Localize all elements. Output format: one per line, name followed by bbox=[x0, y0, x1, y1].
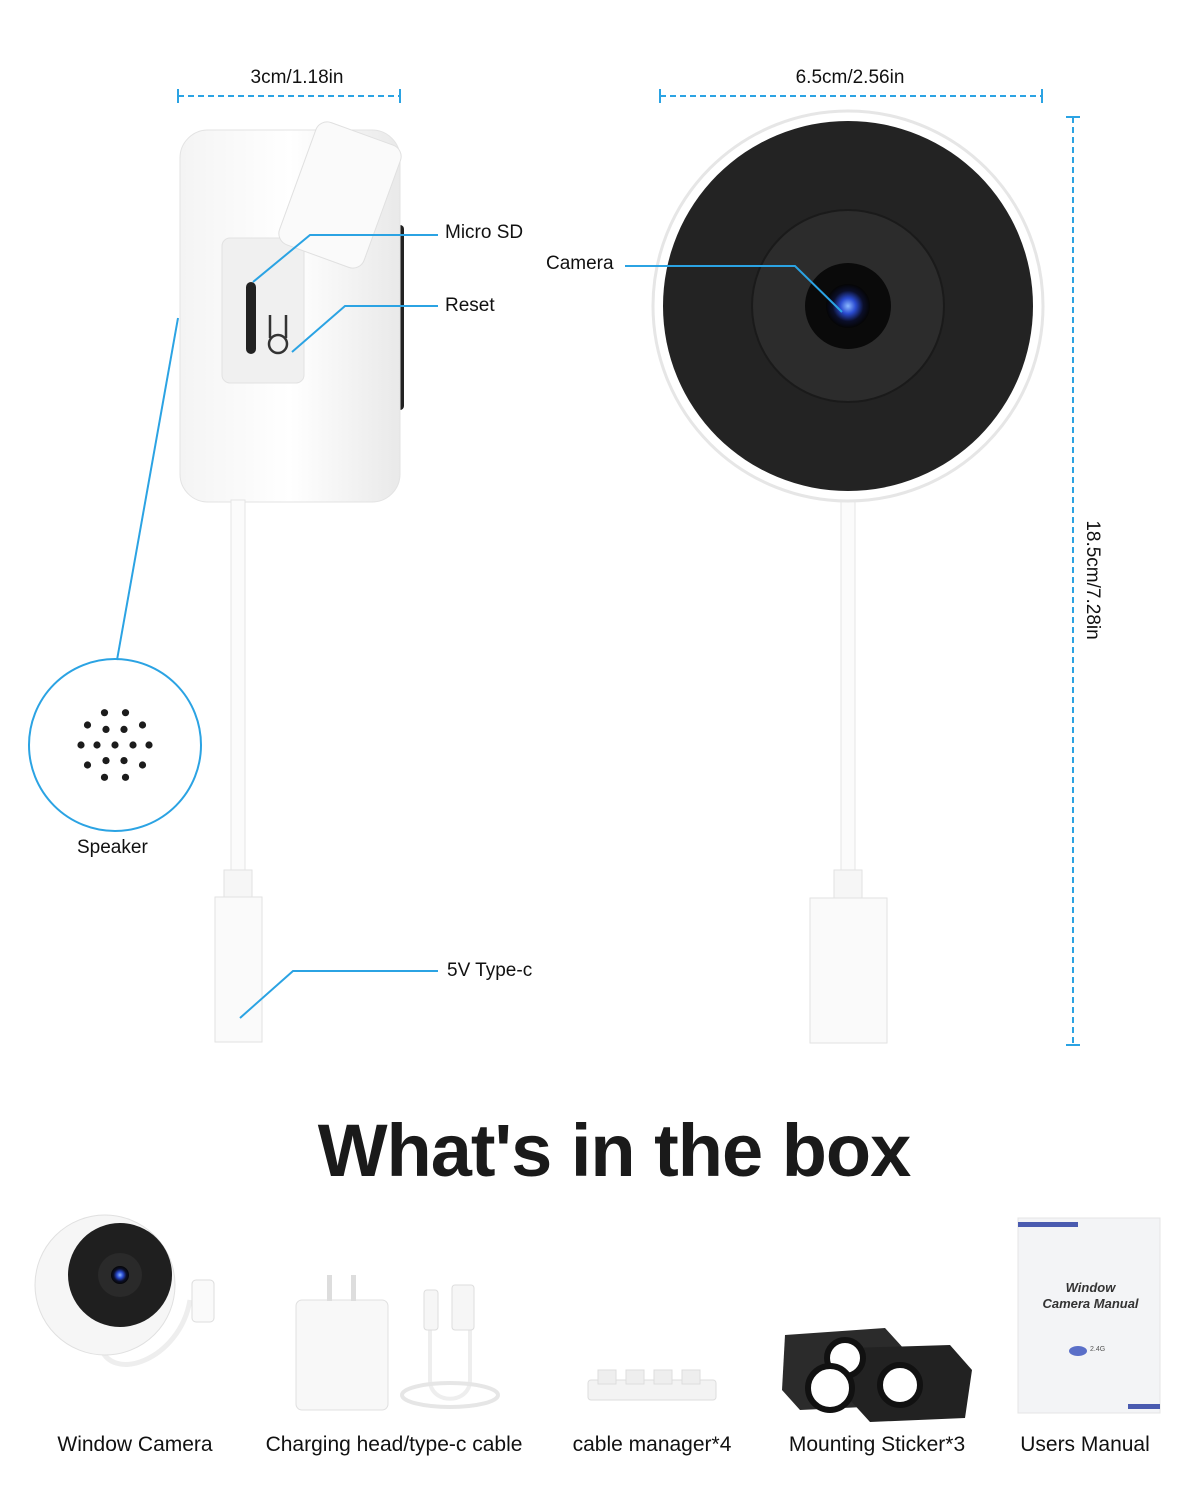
speaker-hole bbox=[120, 725, 128, 734]
camera-label: Camera bbox=[546, 253, 614, 274]
manual-wifi-badge: 2.4G bbox=[1090, 1346, 1106, 1353]
speaker-hole bbox=[100, 709, 109, 717]
reset-label: Reset bbox=[445, 295, 495, 316]
micro-sd-label: Micro SD bbox=[445, 222, 524, 243]
speaker-detail bbox=[28, 658, 202, 832]
speaker-hole bbox=[93, 741, 101, 749]
side-view-camera bbox=[179, 121, 404, 1043]
item-label-charger-cable: Charging head/type-c cable bbox=[265, 1433, 523, 1456]
box-item-window-camera bbox=[34, 1214, 215, 1367]
item-label-mounting-sticker: Mounting Sticker*3 bbox=[788, 1433, 966, 1456]
side-width-dimension: 3cm/1.18in bbox=[250, 67, 344, 88]
speaker-hole bbox=[120, 756, 128, 765]
speaker-hole bbox=[138, 721, 147, 729]
speaker-label: Speaker bbox=[77, 837, 148, 858]
item-label-users-manual: Users Manual bbox=[1020, 1433, 1150, 1456]
item-label-window-camera: Window Camera bbox=[57, 1433, 213, 1456]
speaker-hole bbox=[111, 741, 119, 749]
box-item-mounting-sticker bbox=[782, 1328, 972, 1422]
speaker-hole bbox=[83, 721, 92, 729]
speaker-hole bbox=[145, 741, 153, 749]
speaker-hole bbox=[138, 761, 147, 769]
height-dimension: 18.5cm/7.28in bbox=[1082, 520, 1103, 640]
box-item-users-manual bbox=[1017, 1217, 1161, 1414]
front-width-dimension: 6.5cm/2.56in bbox=[795, 67, 905, 88]
speaker-hole bbox=[102, 756, 110, 765]
speaker-hole bbox=[102, 725, 110, 734]
type-c-label: 5V Type-c bbox=[447, 960, 533, 981]
box-item-charger-cable bbox=[295, 1275, 500, 1411]
speaker-hole bbox=[100, 773, 109, 781]
manual-title-line2: Camera Manual bbox=[1042, 1296, 1139, 1311]
box-item-cable-manager bbox=[587, 1369, 717, 1401]
leader-lines bbox=[116, 234, 843, 1019]
speaker-hole bbox=[77, 741, 85, 749]
manual-title-line1: Window bbox=[1065, 1280, 1116, 1295]
speaker-hole bbox=[121, 773, 130, 781]
dimension-lines bbox=[177, 89, 1080, 1046]
item-label-cable-manager: cable manager*4 bbox=[572, 1433, 732, 1456]
speaker-hole bbox=[129, 741, 137, 749]
speaker-hole bbox=[83, 761, 92, 769]
speaker-hole bbox=[121, 709, 130, 717]
section-title: What's in the box bbox=[317, 1109, 912, 1192]
front-view-camera bbox=[651, 109, 1045, 1044]
